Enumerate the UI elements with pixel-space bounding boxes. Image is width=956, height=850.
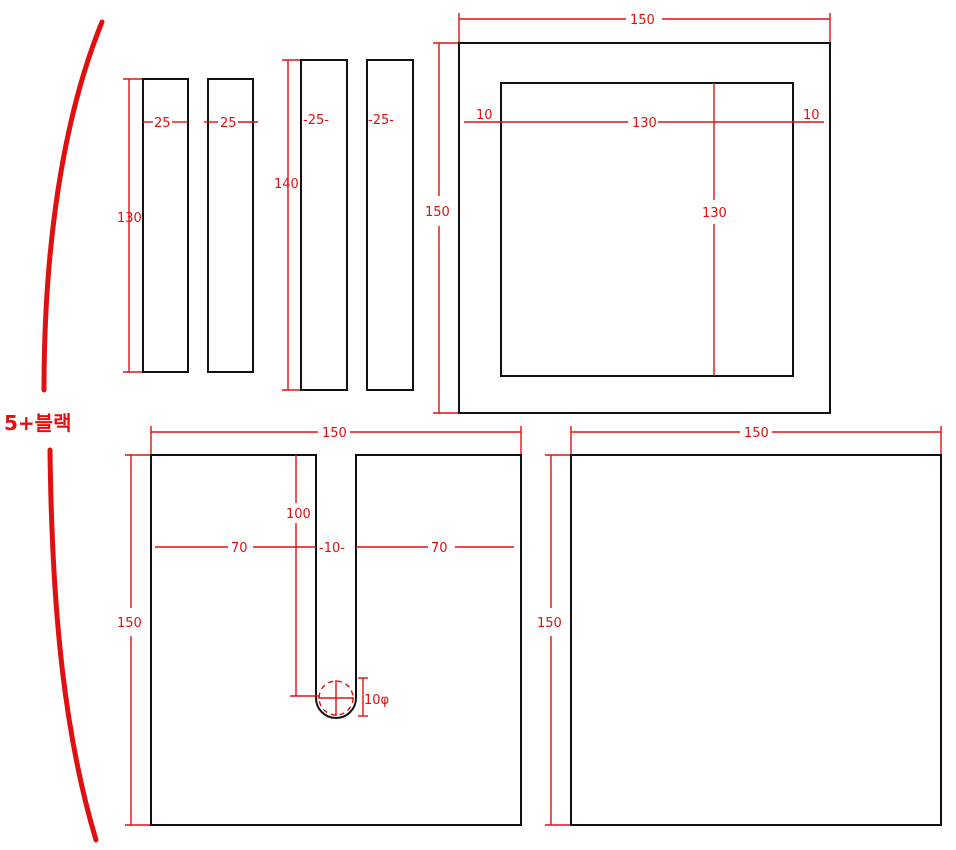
bar-4-width-label: -25- [368,113,394,128]
slot-panel-height-label: 150 [117,616,142,631]
bar-2: 25 [204,78,258,373]
frame-height-label: 150 [425,205,450,220]
plain-panel-width-label: 150 [744,426,769,441]
bar-3: 140 -25- [274,59,348,391]
bar-1: 130 25 [117,78,189,373]
slot-right-margin-label: 70 [431,541,448,556]
plain-panel-height-label: 150 [537,616,562,631]
bar-2-width-label: 25 [220,116,237,131]
bar-4: -25- [366,59,414,391]
bar-3-outline [300,59,348,391]
slot-width-label: -10- [319,541,345,556]
bar-1-height-label: 130 [117,211,142,226]
frame-width-label: 150 [630,13,655,28]
bar-3-width-label: -25- [303,113,329,128]
plain-panel-outline [570,454,942,826]
group-label: 5+블랙 [4,411,71,435]
bar-4-outline [366,59,414,391]
slot-left-margin-label: 70 [231,541,248,556]
bar-3-height-label: 140 [274,177,299,192]
frame-part: 150 150 10 130 10 130 [425,13,831,414]
frame-right-gap-label: 10 [803,108,820,123]
bar-1-outline [142,78,189,373]
hole-diameter-label: 10φ [364,693,389,708]
slot-depth-label: 100 [286,507,311,522]
group-brace-lower [47,447,99,843]
frame-outer-outline [458,42,831,414]
group-brace [41,19,105,393]
frame-inner-width-label: 130 [632,116,657,131]
slot-panel-width-label: 150 [322,426,347,441]
plain-panel: 150 150 [537,426,942,826]
slot-panel-outline [150,454,522,826]
frame-left-gap-label: 10 [476,108,493,123]
bar-1-width-label: 25 [154,116,171,131]
frame-inner-outline [500,82,794,377]
slot-panel: 150 150 100 70 -10- 70 10φ [117,426,522,826]
frame-inner-height-label: 130 [702,206,727,221]
bar-2-outline [207,78,254,373]
